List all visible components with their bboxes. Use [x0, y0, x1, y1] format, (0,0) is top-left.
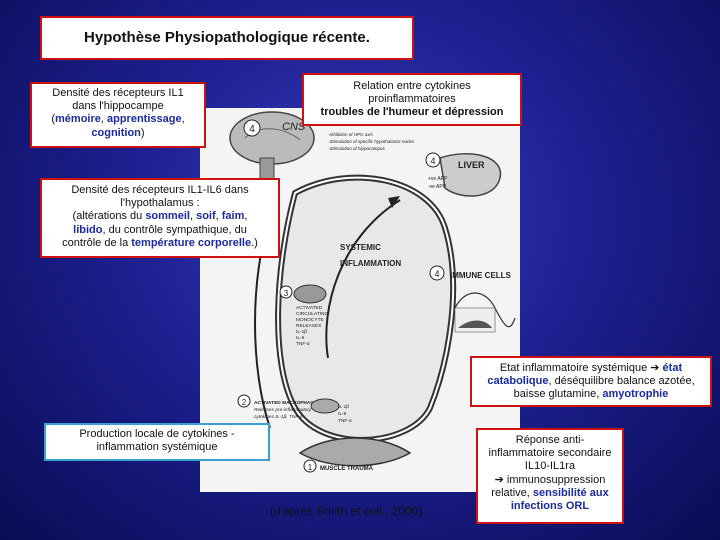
il1-line-3: (mémoire, apprentissage, — [51, 113, 185, 126]
hypothalamus-box: Densité des récepteurs IL1-IL6 dans l'hy… — [40, 178, 280, 258]
liver-number: 4 — [430, 156, 435, 166]
cns-note-3: -Stimulation of hippocampus — [328, 146, 386, 151]
systemic-label-1: SYSTEMIC — [340, 243, 381, 252]
cytokines-line-2: proinflammatoires — [368, 93, 456, 106]
immune-label: IMMUNE CELLS — [450, 271, 512, 280]
cns-label: CNS — [282, 121, 306, 133]
il1-line-2: dans l'hippocampe — [72, 100, 164, 113]
cns-note-2: -Stimulation of specific hypothalamic nu… — [328, 139, 415, 144]
cns-note-1: -Inhibition of HPG axis — [328, 132, 374, 137]
muscle-shape — [298, 437, 412, 467]
il1-memoire: mémoire — [55, 113, 101, 126]
macrophage-line-2: Releases pro-inflammatory — [254, 407, 312, 413]
arrow-icon: ➔ — [494, 473, 504, 486]
cytokines-mood-box: Relation entre cytokines proinflammatoir… — [302, 73, 522, 126]
il1-cognition: cognition — [91, 126, 141, 139]
title-text: Hypothèse Physiopathologique récente. — [84, 29, 370, 46]
monocyte-cell — [293, 284, 327, 304]
local-cytokines-box: Production locale de cytokines - inflamm… — [44, 423, 270, 461]
cns-number: 4 — [249, 124, 255, 135]
hypothalamus-line-3: (altérations du sommeil, soif, faim, — [72, 210, 248, 223]
il1-hippocampus-box: Densité des récepteurs IL1 dans l'hippoc… — [30, 82, 206, 148]
trauma-number: 1 — [308, 463, 313, 472]
immune-number: 4 — [434, 269, 439, 279]
macrophage-line-3: cytokines IL-1β, TNF-α — [254, 414, 303, 420]
catabolic-state-box: Etat inflammatoire systémique ➔ état cat… — [470, 356, 712, 407]
il1-line-4: cognition) — [91, 126, 145, 139]
side-label-3: TNF-α — [338, 418, 352, 424]
monocyte-number: 3 — [284, 289, 289, 298]
hypothalamus-line-1: Densité des récepteurs IL1-IL6 dans — [71, 184, 249, 196]
monocyte-line-4: RELEASES — [296, 323, 321, 329]
anti-line-3: IL10-IL1ra — [524, 460, 576, 473]
liver-note-2: -ve APP — [428, 184, 447, 190]
local-line-1: Production locale de cytokines - — [79, 428, 235, 440]
il1-line-1: Densité des récepteurs IL1 — [52, 87, 184, 99]
macrophage-number: 2 — [242, 398, 247, 407]
anti-line-4: ➔ immunosuppression — [494, 473, 606, 486]
catabolic-line-3: baisse glutamine, amyotrophie — [513, 388, 669, 401]
monocyte-line-3: MONOCYTE — [296, 317, 324, 323]
anti-line-5: relative, sensibilité aux — [491, 486, 609, 499]
anti-inflammatory-box: Réponse anti- inflammatoire secondaire I… — [476, 428, 624, 524]
diagram-panel: 4 CNS -Inhibition of HPG axis -Stimulati… — [200, 108, 520, 492]
source-credit: (d'après Smith et coll., 2000) — [270, 504, 423, 518]
trauma-label: MUSCLE TRAUMA — [320, 466, 374, 472]
catabolic-line-1: Etat inflammatoire systémique ➔ état — [499, 362, 683, 374]
hypothalamus-line-2: l'hypothalamus : — [120, 197, 200, 210]
side-label-1: IL-1β — [338, 404, 349, 410]
hypothalamus-line-4: libido, du contrôle sympathique, du — [73, 223, 247, 236]
macrophage-cell — [310, 398, 340, 414]
liver-label: LIVER — [458, 160, 485, 170]
il1-apprentissage: apprentissage — [107, 113, 182, 126]
side-label-2: IL-6 — [338, 411, 347, 417]
liver-note-1: +ve APP — [428, 176, 448, 182]
monocyte-line-7: TNF-α — [296, 341, 310, 347]
anti-line-6: infections ORL — [510, 499, 590, 512]
anti-line-2: inflammatoire secondaire — [488, 447, 612, 460]
systemic-inflammation-diagram: 4 CNS -Inhibition of HPG axis -Stimulati… — [229, 111, 516, 473]
anti-line-1: Réponse anti- — [515, 434, 585, 446]
liver-shape — [439, 153, 502, 197]
arrow-icon: ➔ — [650, 362, 660, 374]
inner-arrow — [325, 199, 401, 359]
monocyte-line-6: IL-6 — [296, 335, 305, 341]
page-title: Hypothèse Physiopathologique récente. — [40, 16, 414, 60]
cytokines-line-1: Relation entre cytokines — [353, 80, 471, 92]
catabolic-line-2: catabolique, déséquilibre balance azotée… — [487, 375, 695, 388]
local-line-2: inflammation systémique — [96, 441, 218, 454]
cytokines-line-3: troubles de l'humeur et dépression — [320, 106, 504, 119]
monocyte-line-5: IL-1β — [296, 329, 307, 335]
hypothalamus-line-5: contrôle de la température corporelle.) — [62, 236, 258, 249]
macrophage-line-1: ACTIVATED MACROPHAGE — [254, 400, 318, 406]
monocyte-line-1: ACTIVATED — [296, 305, 323, 311]
systemic-label-2: INFLAMMATION — [340, 259, 401, 268]
monocyte-line-2: CIRCULATING — [296, 311, 328, 317]
